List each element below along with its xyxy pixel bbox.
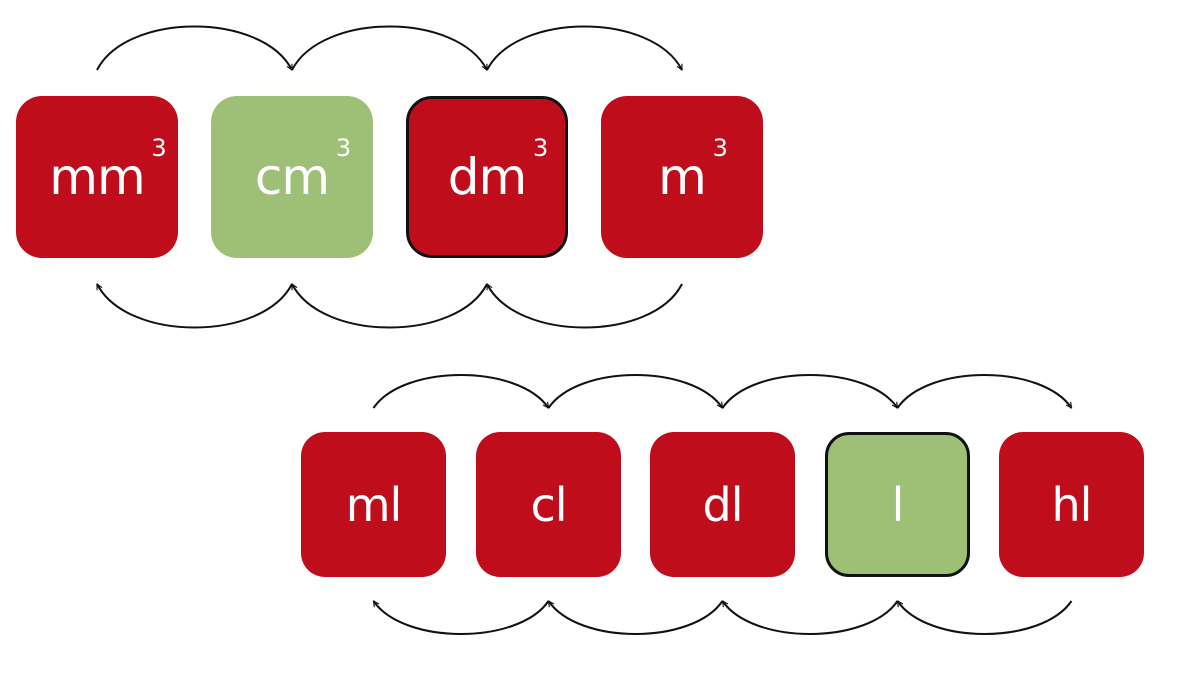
unit-label: hl [1051, 477, 1093, 532]
arrow-left-icon [547, 601, 724, 635]
arrow-right-icon [721, 374, 899, 408]
unit-label: dl [702, 477, 744, 532]
unit-label: mm [49, 148, 145, 206]
arrow-right-icon [547, 374, 724, 408]
arrow-left-icon [721, 601, 899, 635]
unit-box-ml: ml [301, 432, 446, 577]
unit-box-cl: cl [476, 432, 621, 577]
arrow-right-icon [896, 374, 1073, 408]
arrow-left-icon [96, 284, 293, 329]
unit-label: cm [254, 148, 330, 206]
unit-exponent: 3 [532, 134, 549, 162]
arrow-left-icon [291, 284, 488, 329]
arrow-left-icon [896, 601, 1073, 635]
unit-box-hl: hl [999, 432, 1144, 577]
unit-label: dm [447, 148, 527, 206]
arrow-right-icon [96, 25, 293, 71]
unit-exponent: 3 [335, 134, 352, 162]
unit-exponent: 3 [712, 134, 728, 162]
arrow-right-icon [291, 25, 488, 71]
arrow-left-icon [486, 284, 683, 329]
unit-box-l: l [825, 432, 970, 577]
unit-box-dl: dl [650, 432, 795, 577]
unit-label: l [891, 477, 905, 532]
arrow-left-icon [372, 601, 550, 635]
unit-label: cl [530, 477, 567, 532]
unit-label: ml [345, 477, 403, 532]
arrow-right-icon [486, 25, 683, 71]
unit-exponent: 3 [151, 134, 167, 162]
arrow-right-icon [372, 374, 550, 408]
unit-label: m [658, 148, 707, 206]
